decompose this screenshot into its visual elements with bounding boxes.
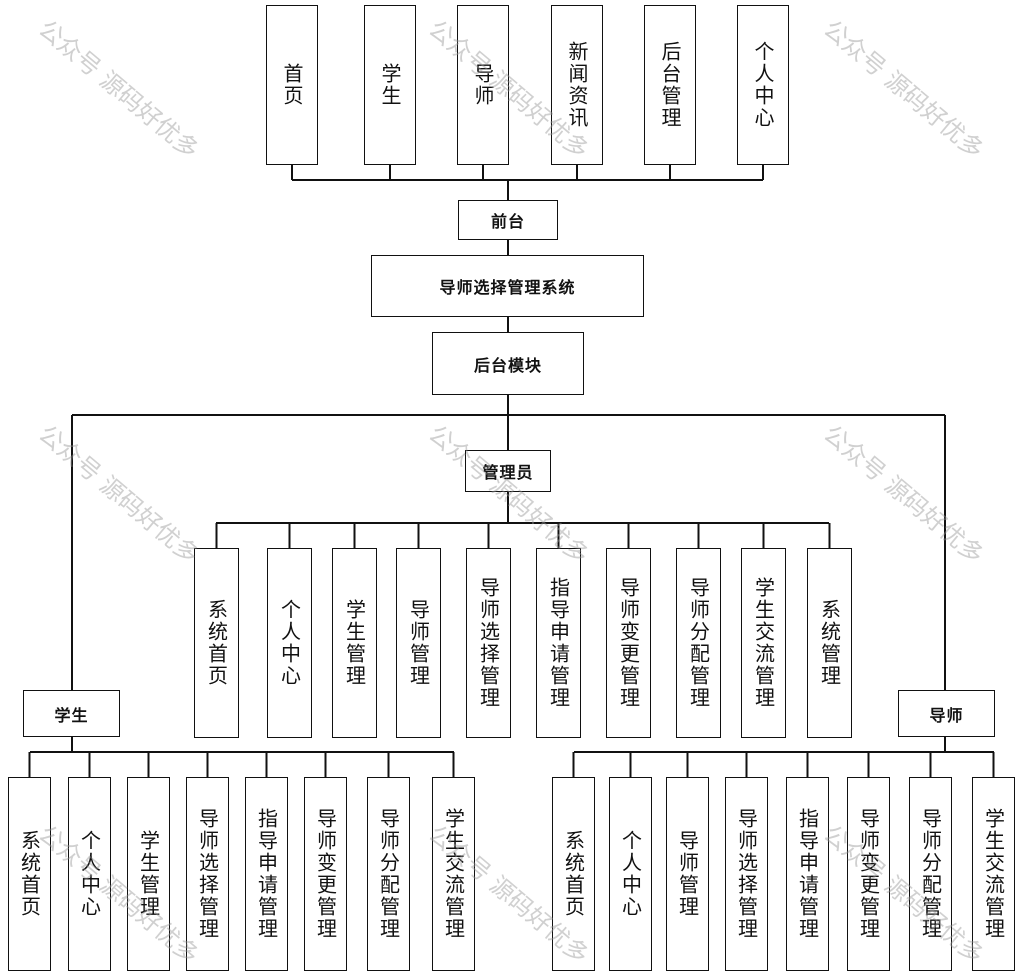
admin-item-box-label: 学生管理 — [342, 599, 367, 687]
tutor-item-box-label: 个人中心 — [618, 830, 643, 918]
frontend-box: 前台 — [458, 200, 558, 240]
admin-box-label: 管理员 — [482, 463, 534, 482]
student-item-box: 学生交流管理 — [432, 777, 475, 971]
admin-box: 管理员 — [465, 450, 551, 492]
admin-item-box: 系统首页 — [194, 548, 239, 738]
student-item-box: 导师选择管理 — [186, 777, 229, 971]
student-item-box: 导师分配管理 — [367, 777, 410, 971]
student-item-box: 系统首页 — [8, 777, 51, 971]
student-item-box-label: 学生交流管理 — [441, 808, 466, 940]
system-box-label: 导师选择管理系统 — [439, 278, 576, 297]
student-item-box-label: 学生管理 — [136, 830, 161, 918]
tutor-item-box-label: 系统首页 — [561, 830, 586, 918]
admin-item-box-label: 系统管理 — [817, 599, 842, 687]
admin-item-box-label: 个人中心 — [277, 599, 302, 687]
student-item-box-label: 导师分配管理 — [376, 808, 401, 940]
system-box: 导师选择管理系统 — [371, 255, 644, 317]
frontend-box-label: 前台 — [490, 212, 525, 231]
admin-item-box: 学生交流管理 — [741, 548, 786, 738]
admin-item-box-label: 系统首页 — [204, 599, 229, 687]
student-item-box-label: 系统首页 — [17, 830, 42, 918]
admin-item-box: 导师管理 — [396, 548, 441, 738]
backend-box: 后台模块 — [432, 332, 584, 395]
tutor-item-box-label: 导师选择管理 — [734, 808, 759, 940]
admin-item-box-label: 导师管理 — [406, 599, 431, 687]
admin-item-box: 导师选择管理 — [466, 548, 511, 738]
student-item-box: 导师变更管理 — [304, 777, 347, 971]
top-menu-box: 学生 — [364, 5, 416, 165]
tutor-item-box-label: 指导申请管理 — [795, 808, 820, 940]
student-item-box: 学生管理 — [127, 777, 170, 971]
tutor-item-box: 系统首页 — [552, 777, 595, 971]
tutor-item-box: 指导申请管理 — [786, 777, 829, 971]
top-menu-box-label: 新闻资讯 — [565, 41, 589, 129]
top-menu-box: 个人中心 — [737, 5, 789, 165]
tutor-item-box: 学生交流管理 — [972, 777, 1015, 971]
tutor-box-label: 导师 — [929, 705, 964, 725]
student-item-box-label: 指导申请管理 — [254, 808, 279, 940]
admin-item-box-label: 导师变更管理 — [616, 577, 641, 709]
top-menu-box-label: 首页 — [280, 63, 304, 107]
student-item-box-label: 个人中心 — [77, 830, 102, 918]
top-menu-box: 导师 — [457, 5, 509, 165]
top-menu-box: 后台管理 — [644, 5, 696, 165]
top-menu-box-label: 导师 — [471, 63, 495, 107]
top-menu-box: 首页 — [266, 5, 318, 165]
admin-item-box: 系统管理 — [807, 548, 852, 738]
tutor-item-box: 导师管理 — [666, 777, 709, 971]
admin-item-box-label: 导师选择管理 — [476, 577, 501, 709]
tutor-item-box: 导师变更管理 — [847, 777, 890, 971]
top-menu-box-label: 学生 — [378, 63, 402, 107]
admin-item-box: 个人中心 — [267, 548, 312, 738]
top-menu-box-label: 个人中心 — [751, 41, 775, 129]
tutor-item-box: 导师选择管理 — [725, 777, 768, 971]
tutor-box: 导师 — [898, 690, 995, 737]
tutor-item-box-label: 学生交流管理 — [981, 808, 1006, 940]
top-menu-box: 新闻资讯 — [551, 5, 603, 165]
tutor-item-box: 个人中心 — [609, 777, 652, 971]
tutor-item-box-label: 导师管理 — [675, 830, 700, 918]
student-item-box: 个人中心 — [68, 777, 111, 971]
admin-item-box: 指导申请管理 — [536, 548, 581, 738]
admin-item-box-label: 学生交流管理 — [751, 577, 776, 709]
student-item-box-label: 导师选择管理 — [195, 808, 220, 940]
admin-item-box: 学生管理 — [332, 548, 377, 738]
admin-item-box-label: 指导申请管理 — [546, 577, 571, 709]
student-box: 学生 — [23, 690, 120, 737]
student-item-box-label: 导师变更管理 — [313, 808, 338, 940]
tutor-item-box-label: 导师变更管理 — [856, 808, 881, 940]
tutor-item-box: 导师分配管理 — [909, 777, 952, 971]
admin-item-box-label: 导师分配管理 — [686, 577, 711, 709]
admin-item-box: 导师变更管理 — [606, 548, 651, 738]
student-item-box: 指导申请管理 — [245, 777, 288, 971]
student-box-label: 学生 — [54, 705, 89, 725]
top-menu-box-label: 后台管理 — [658, 41, 682, 129]
admin-item-box: 导师分配管理 — [676, 548, 721, 738]
backend-box-label: 后台模块 — [473, 355, 542, 375]
tutor-item-box-label: 导师分配管理 — [918, 808, 943, 940]
